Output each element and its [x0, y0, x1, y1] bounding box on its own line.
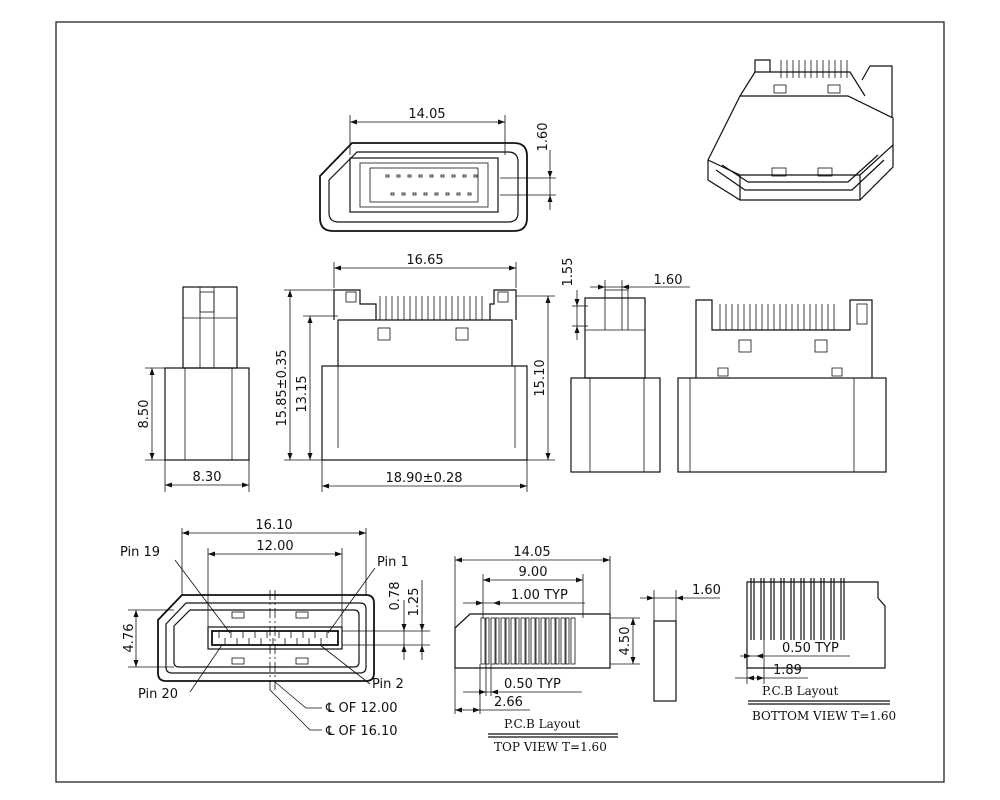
- top-pitch-span-dim: 9.00: [519, 565, 548, 580]
- mating-inner-width-dim: 12.00: [256, 539, 293, 554]
- side-view-left: 8.50 8.30: [137, 286, 250, 492]
- front-width-dim: 14.05: [408, 107, 445, 122]
- mating-offset-b-dim: 1.25: [407, 588, 422, 617]
- main-side-width-dim: 16.65: [406, 253, 443, 268]
- pin20-label: Pin 20: [138, 687, 178, 702]
- mating-pins: [218, 631, 328, 645]
- side-view-right: 1.55 1.60: [561, 258, 690, 473]
- top-edge-dim: 2.66: [494, 695, 523, 710]
- top-subcaption: TOP VIEW T=1.60: [494, 740, 607, 754]
- sheet-border: [55, 21, 945, 783]
- bottom-caption: P.C.B Layout: [762, 684, 839, 698]
- main-side-view: 16.65 18.90±0.28 15.85±0.35 13.15 15.10: [275, 253, 555, 492]
- mating-face-view: 16.10 12.00 4.76 0.78 1.25 Pin 19 Pin 1 …: [120, 518, 430, 739]
- isometric-view: [707, 59, 894, 201]
- top-caption: P.C.B Layout: [504, 717, 581, 731]
- front-pins-top: [385, 174, 478, 178]
- top-width-dim: 14.05: [513, 545, 550, 560]
- top-pad-height-dim: 4.50: [618, 627, 633, 656]
- side-small-height-dim: 8.50: [137, 400, 152, 429]
- front-offset-dim: 1.60: [536, 123, 551, 152]
- bottom-pins: [750, 578, 845, 640]
- top-half-pitch-dim: 0.50 TYP: [504, 677, 561, 692]
- right-top-h-dim: 1.55: [561, 258, 576, 287]
- pin1-label: Pin 1: [377, 555, 409, 570]
- iso-pins: [780, 60, 848, 78]
- far-right-pins: [719, 304, 835, 330]
- top-pitch-dim: 1.00 TYP: [511, 588, 568, 603]
- main-side-overall-dim: 18.90±0.28: [385, 471, 462, 486]
- board-section: 1.60: [640, 583, 721, 702]
- side-view-far-right: [677, 299, 887, 473]
- main-side-h2-dim: 13.15: [295, 375, 310, 412]
- main-side-h1-dim: 15.85±0.35: [275, 349, 290, 426]
- pcb-bottom-view: 0.50 TYP 1.89 P.C.B Layout BOTTOM VIEW T…: [735, 578, 896, 723]
- right-top-w-dim: 1.60: [654, 273, 683, 288]
- pcb-top-view: 14.05 9.00 1.00 TYP 4.50 0.50 TYP 2.66: [454, 545, 640, 754]
- main-side-h3-dim: 15.10: [533, 359, 548, 396]
- side-small-width-dim: 8.30: [193, 470, 222, 485]
- board-thickness-dim: 1.60: [692, 583, 721, 598]
- bottom-half-pitch-dim: 0.50 TYP: [782, 641, 839, 656]
- bottom-edge-dim: 1.89: [773, 663, 802, 678]
- mating-offset-a-dim: 0.78: [388, 582, 403, 611]
- front-view: 14.05 1.60: [319, 107, 556, 232]
- front-pins-bottom: [390, 192, 472, 196]
- top-pads: [480, 617, 576, 665]
- centerline-16-label: ℄ OF 16.10: [325, 724, 398, 739]
- centerline-12-label: ℄ OF 12.00: [325, 701, 398, 716]
- bottom-subcaption: BOTTOM VIEW T=1.60: [752, 709, 896, 723]
- main-side-pins: [379, 296, 483, 320]
- mating-height-dim: 4.76: [122, 624, 137, 653]
- pin19-label: Pin 19: [120, 545, 160, 560]
- mating-outer-width-dim: 16.10: [255, 518, 292, 533]
- pin2-label: Pin 2: [372, 677, 404, 692]
